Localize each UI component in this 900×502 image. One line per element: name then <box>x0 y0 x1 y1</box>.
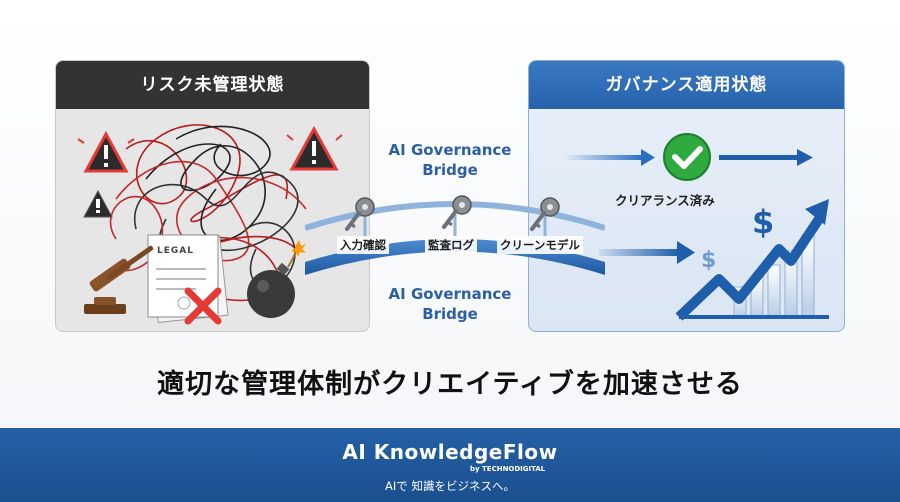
governance-panel-illustration: $ $ <box>529 109 844 331</box>
bridge-step-audit-log: 監査ログ <box>425 236 477 254</box>
arrow-right-icon <box>599 241 695 264</box>
legal-document-label: LEGAL <box>157 246 194 256</box>
bridge-title-bottom: AI Governance Bridge <box>360 284 540 324</box>
gavel-icon <box>84 245 154 314</box>
bridge-title-bottom-line1: AI Governance <box>388 285 512 303</box>
tagline: AIで 知識をビジネスへ。 <box>385 479 515 493</box>
key-icon <box>345 197 375 231</box>
risk-panel: リスク未管理状態 <box>55 60 370 332</box>
check-circle-icon <box>663 133 711 181</box>
warning-icon <box>77 130 135 173</box>
clearance-label: クリアランス済み <box>615 193 715 208</box>
red-x-icon <box>184 287 222 325</box>
headline: 適切な管理体制がクリエイティブを加速させる <box>157 369 743 400</box>
governance-panel-title: ガバナンス適用状態 <box>529 61 844 109</box>
bridge-title-bottom-line2: Bridge <box>422 305 478 323</box>
dollar-icon: $ <box>752 203 774 241</box>
arrow-right-icon <box>564 149 655 166</box>
bridge-title-top: AI Governance Bridge <box>360 140 540 180</box>
arrow-right-icon <box>719 149 813 166</box>
bomb-icon <box>247 240 306 318</box>
bridge-title-top-line2: Bridge <box>422 161 478 179</box>
warning-icon <box>286 125 343 171</box>
dollar-icon: $ <box>701 248 716 273</box>
bridge-step-input-check: 入力確認 <box>337 236 389 254</box>
key-icon <box>530 197 560 231</box>
footer-banner: AI KnowledgeFlow by TECHNODIGITAL AIで 知識… <box>0 428 900 502</box>
brand-sub: by TECHNODIGITAL <box>470 465 546 473</box>
growth-chart-icon <box>675 199 829 321</box>
svg-text:$: $ <box>752 203 774 241</box>
warning-icon <box>83 189 113 218</box>
key-icon <box>442 195 472 229</box>
brand-name: AI KnowledgeFlow <box>342 440 558 464</box>
bridge-step-clean-model: クリーンモデル <box>497 236 583 254</box>
risk-panel-title: リスク未管理状態 <box>56 61 369 109</box>
svg-text:$: $ <box>701 248 716 273</box>
bridge-title-top-line1: AI Governance <box>388 141 512 159</box>
governance-panel: ガバナンス適用状態 <box>528 60 845 332</box>
risk-panel-illustration: LEGAL <box>56 109 369 331</box>
